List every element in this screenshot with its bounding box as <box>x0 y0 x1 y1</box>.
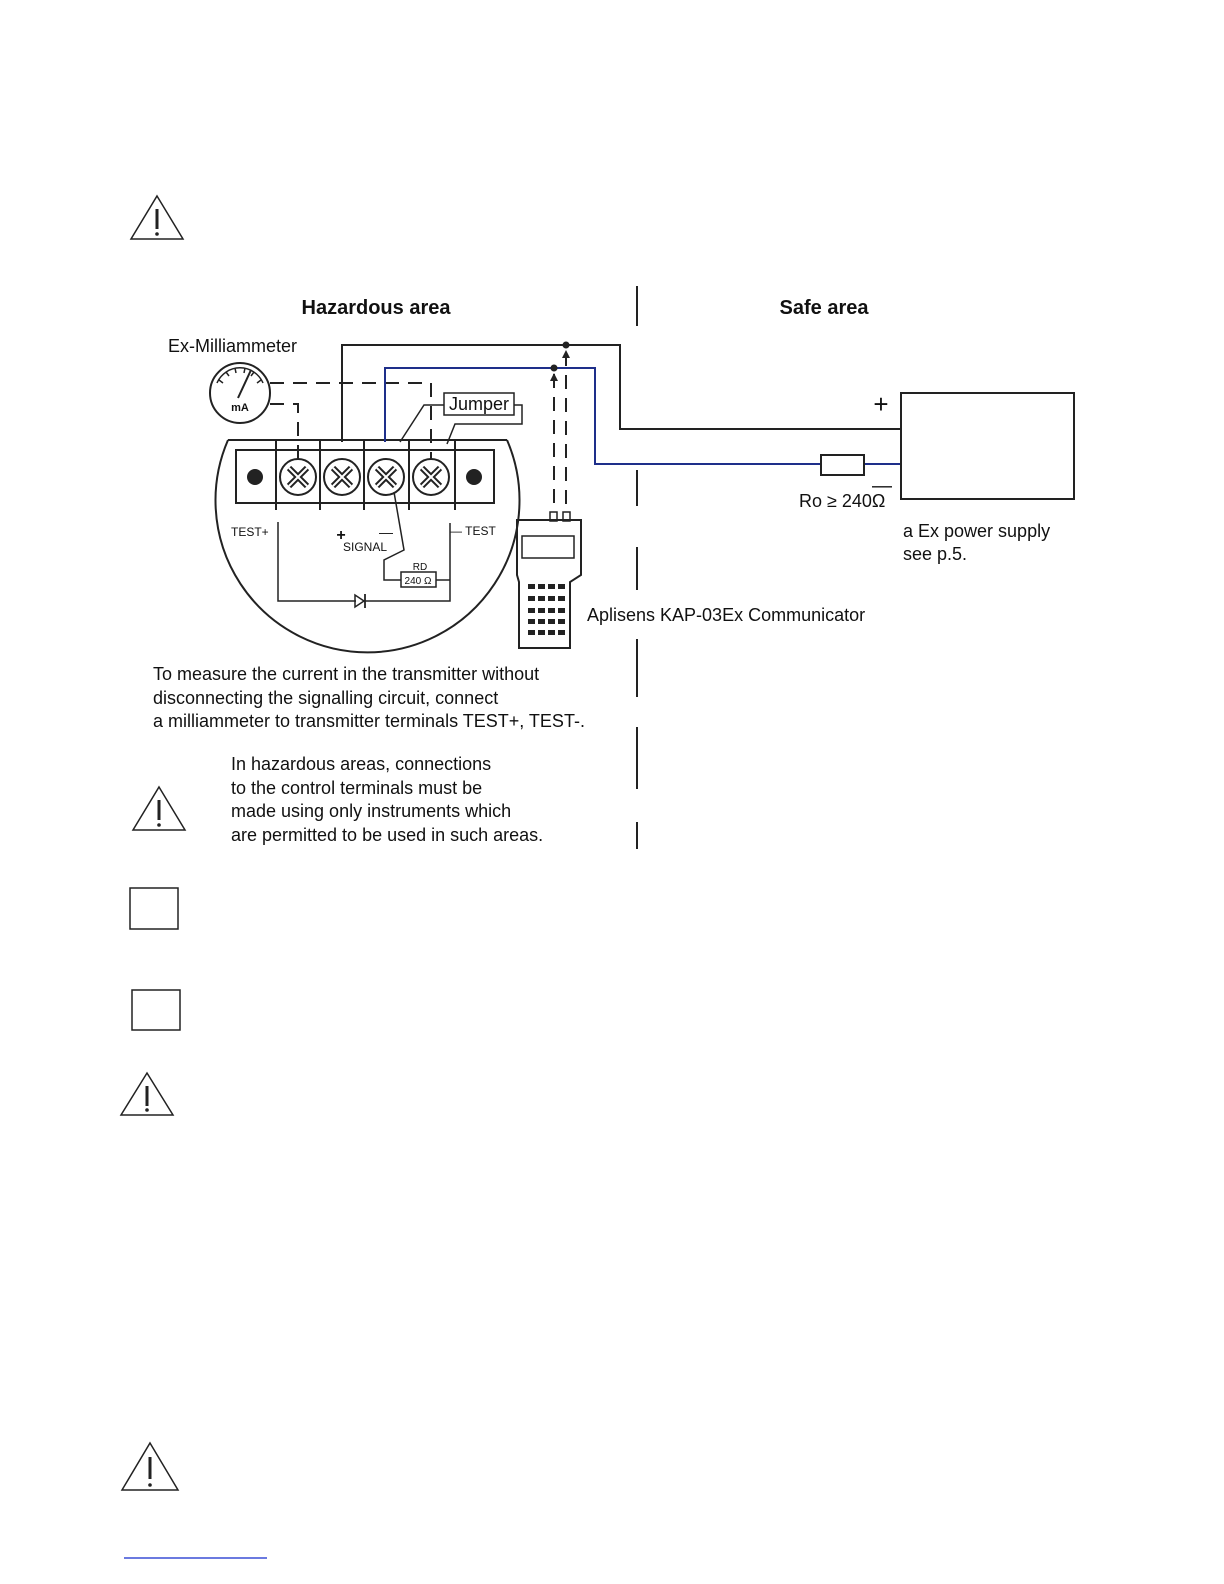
mounting-screw <box>466 469 482 485</box>
milliammeter-gauge-icon <box>209 362 271 424</box>
note-line: a milliammeter to transmitter terminals … <box>153 711 585 731</box>
terminal-screw-signal-minus[interactable] <box>367 458 405 496</box>
signal-plus-wire <box>341 344 900 442</box>
note-line: disconnecting the signalling circuit, co… <box>153 687 499 708</box>
terminal-screw-test-plus[interactable] <box>279 458 317 496</box>
test-plus-label: TEST+ <box>231 525 269 539</box>
communicator-label: Aplisens KAP-03Ex Communicator <box>587 605 865 625</box>
internal-circuit <box>277 491 451 602</box>
jumper-box <box>443 392 515 416</box>
power-plus-sign: + <box>873 389 888 419</box>
terminal-screw-test-minus[interactable] <box>412 458 450 496</box>
rd-resistor <box>400 571 437 588</box>
ex-milliammeter-label: Ex-Milliammeter <box>168 336 297 356</box>
ro-resistor <box>820 454 865 476</box>
signal-minus-wire <box>384 367 821 465</box>
hazardous-warning-note: In hazardous areas, connections to the c… <box>231 753 543 847</box>
power-minus-sign: — <box>872 475 892 497</box>
signal-plus-sign: + <box>336 527 345 544</box>
jumper-wire <box>399 404 523 445</box>
ex-power-supply-box <box>900 392 1075 500</box>
empty-box <box>129 887 179 930</box>
note-line: To measure the current in the transmitte… <box>153 664 540 684</box>
jumper-label: Jumper <box>449 394 509 414</box>
empty-box <box>131 989 181 1031</box>
rd-label: RD <box>413 562 427 573</box>
warning-triangle-icon <box>131 785 187 831</box>
hazardous-area-title: Hazardous area <box>302 297 452 319</box>
terminal-screw-signal-plus[interactable] <box>323 458 361 496</box>
signal-label: SIGNAL <box>343 540 387 554</box>
rd-value: 240 Ω <box>405 576 432 587</box>
note-line: are permitted to be used in such areas. <box>231 824 544 845</box>
safe-area-title: Safe area <box>780 297 870 319</box>
note-line: to the control terminals must be <box>231 777 483 798</box>
power-supply-ref: see p.5. <box>903 544 967 564</box>
note-line: In hazardous areas, connections <box>231 754 492 774</box>
ma-unit-label: mA <box>231 402 249 414</box>
warning-triangle-icon <box>119 1071 175 1116</box>
warning-triangle-icon <box>129 194 185 240</box>
test-minus-label: — TEST <box>450 524 496 538</box>
power-supply-label: a Ex power supply <box>903 521 1050 541</box>
measure-note: To measure the current in the transmitte… <box>153 663 585 734</box>
milliammeter-lead <box>270 403 299 460</box>
communicator-device-icon[interactable] <box>516 511 582 649</box>
signal-minus-sign: — <box>379 524 393 540</box>
milliammeter-lead <box>270 382 432 460</box>
mounting-screw <box>247 469 263 485</box>
warning-triangle-icon <box>120 1441 180 1491</box>
ro-label: Ro ≥ 240Ω <box>799 491 885 511</box>
note-line: made using only instruments which <box>231 801 512 821</box>
diode-icon <box>354 593 366 609</box>
